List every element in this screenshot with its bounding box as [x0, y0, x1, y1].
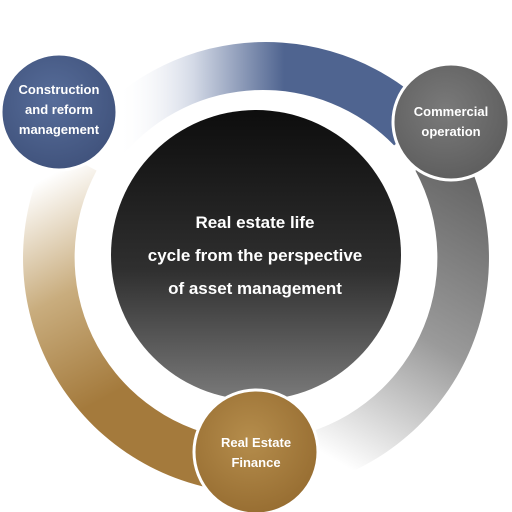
center-circle — [111, 110, 401, 400]
node-construction — [0, 52, 119, 172]
ring-segment-gray — [287, 146, 489, 489]
center-title: Real estate life cycle from the perspect… — [147, 212, 363, 298]
node-label-construction: Construction and reform management — [18, 82, 100, 137]
node-commercial — [391, 62, 511, 182]
node-label-finance: Real Estate Finance — [220, 435, 292, 470]
node-label-commercial: Commercial operation — [413, 104, 489, 139]
ring-segment-gold — [23, 146, 225, 489]
node-finance — [192, 388, 320, 512]
ring-segment-blue — [86, 41, 435, 155]
